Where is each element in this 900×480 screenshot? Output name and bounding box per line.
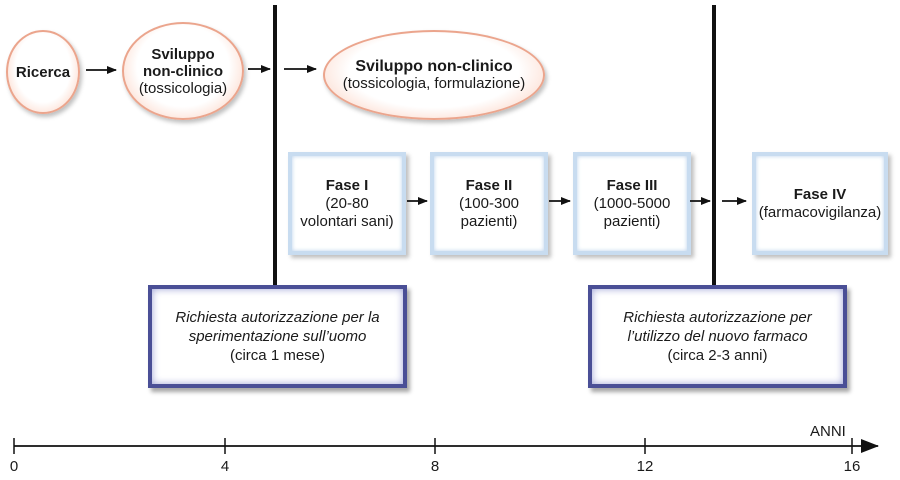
tick-label-0: 0: [9, 458, 19, 475]
research-oval: Ricerca: [6, 30, 80, 114]
phase-3-box: Fase III (1000-5000 pazienti): [573, 152, 691, 255]
phase-2-box: Fase II (100-300 pazienti): [430, 152, 548, 255]
nonclinical-1-sub: (tossicologia): [138, 79, 228, 97]
milestone-line-human-trials: [273, 5, 277, 288]
phase-4-box: Fase IV (farmacovigilanza): [752, 152, 888, 255]
phase-1-box: Fase I (20-80 volontari sani): [288, 152, 406, 255]
phase-4-line-1: (farmacovigilanza): [758, 203, 882, 221]
axis-unit-label: ANNI: [810, 423, 846, 440]
tick-label-8: 8: [430, 458, 440, 475]
nonclinical-oval-2: Sviluppo non-clinico (tossicologia, form…: [323, 30, 545, 120]
phase-2-line-2: pazienti): [460, 212, 518, 230]
tick-label-12: 12: [636, 458, 654, 475]
phase-3-line-2: pazienti): [603, 212, 661, 230]
auth-1-line-3: (circa 1 mese): [229, 347, 326, 364]
nonclinical-oval-1: Sviluppo non-clinico (tossicologia): [122, 22, 244, 120]
auth-box-approval: Richiesta autorizzazione per l’utilizzo …: [588, 285, 847, 388]
phase-3-title: Fase III: [606, 176, 658, 194]
tick-label-4: 4: [220, 458, 230, 475]
auth-2-line-3: (circa 2-3 anni): [667, 347, 768, 364]
phase-2-line-1: (100-300: [458, 194, 520, 212]
nonclinical-1-title-2: non-clinico: [143, 62, 223, 80]
phase-1-title: Fase I: [325, 176, 369, 194]
research-label: Ricerca: [15, 63, 71, 81]
auth-2-line-1: Richiesta autorizzazione per: [623, 309, 812, 326]
nonclinical-2-sub: (tossicologia, formulazione): [342, 75, 526, 92]
phase-1-line-2: volontari sani): [300, 212, 394, 230]
nonclinical-1-title-1: Sviluppo: [151, 45, 215, 63]
phase-2-title: Fase II: [465, 176, 513, 194]
phase-1-line-1: (20-80: [325, 194, 369, 212]
auth-1-line-2: sperimentazione sull’uomo: [188, 328, 367, 345]
auth-box-human-trials: Richiesta autorizzazione per la sperimen…: [148, 285, 407, 388]
nonclinical-2-title: Sviluppo non-clinico: [355, 58, 513, 75]
auth-1-line-1: Richiesta autorizzazione per la: [175, 309, 380, 326]
phase-4-title: Fase IV: [793, 185, 847, 203]
milestone-line-approval: [712, 5, 716, 288]
tick-label-16: 16: [843, 458, 861, 475]
auth-2-line-2: l’utilizzo del nuovo farmaco: [627, 328, 808, 345]
phase-3-line-1: (1000-5000: [593, 194, 671, 212]
